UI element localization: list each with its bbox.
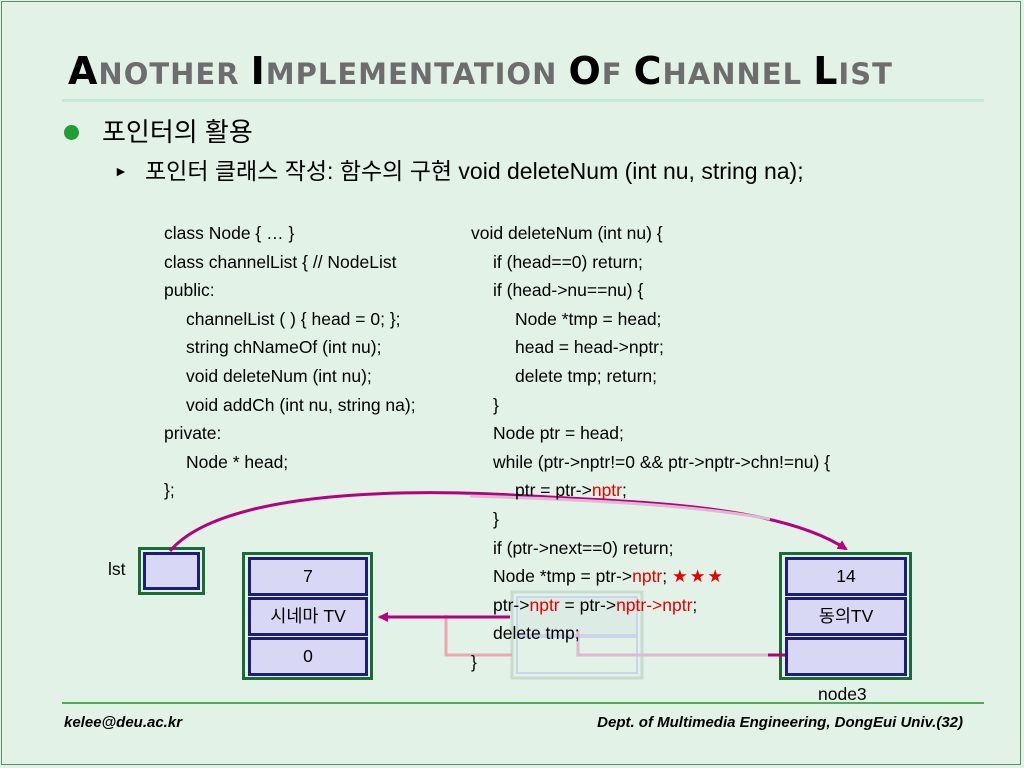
code-line: void deleteNum (int nu); (164, 362, 416, 391)
slide-title: ANOTHER IMPLEMENTATION OF CHANNEL LIST (68, 49, 893, 96)
code-token: Node *tmp = head; (515, 308, 662, 329)
bullet-dot-icon (64, 125, 79, 140)
code-token: nptr (591, 480, 622, 501)
title-part: L (813, 49, 839, 93)
code-token: ; (622, 480, 627, 501)
code-line: Node *tmp = head; (471, 305, 830, 334)
node-left-number: 7 (248, 557, 368, 596)
footer-divider (62, 702, 984, 704)
title-part: I (250, 49, 266, 93)
code-line: class channelList { // NodeList (164, 248, 416, 277)
class-declaration-code: class Node { … } class channelList { // N… (164, 219, 416, 505)
code-line: }; (164, 476, 416, 505)
code-token: }; (164, 480, 175, 501)
code-line: ptr->nptr = ptr->nptr->nptr; (471, 591, 830, 620)
code-line: Node ptr = head; (471, 419, 830, 448)
code-token: void deleteNum (int nu) { (471, 223, 663, 243)
code-token: ptr-> (493, 594, 530, 615)
code-token: } (493, 394, 499, 415)
code-token: class channelList { // NodeList (164, 251, 397, 272)
code-line: void deleteNum (int nu) { (471, 219, 830, 248)
code-token: void addCh (int nu, string na); (186, 394, 416, 415)
code-token: delete tmp; return; (515, 365, 658, 386)
code-line: } (471, 505, 830, 534)
code-line: if (ptr->next==0) return; (471, 534, 830, 563)
title-part: MPLEMENTATION (265, 57, 569, 91)
code-token: delete tmp; (493, 623, 580, 644)
code-line: Node *tmp = ptr->nptr; ★★★ (471, 562, 830, 591)
code-token: } (471, 651, 477, 672)
code-line: } (471, 648, 830, 677)
code-token: if (ptr->next==0) return; (493, 537, 674, 558)
deleted-node-ghost (510, 590, 644, 680)
code-token: Node ptr = head; (493, 423, 624, 444)
code-line: if (head->nu==nu) { (471, 276, 830, 305)
code-line: delete tmp; (471, 619, 830, 648)
code-token: nptr (529, 594, 560, 615)
title-part: A (68, 49, 99, 93)
code-token: if (head==0) return; (493, 251, 643, 272)
code-token: ptr = ptr-> (515, 480, 592, 501)
code-line: head = head->nptr; (471, 333, 830, 362)
code-token: if (head->nu==nu) { (493, 280, 644, 301)
title-part: HANNEL (662, 57, 814, 91)
code-line: channelList ( ) { head = 0; }; (164, 305, 416, 334)
code-token: Node *tmp = ptr-> (493, 566, 633, 587)
footer-department: Dept. of Multimedia Engineering, DongEui… (597, 714, 963, 731)
title-divider (62, 99, 984, 102)
code-line: while (ptr->nptr!=0 && ptr->nptr->chn!=n… (471, 448, 830, 477)
node-left-name: 시네마 TV (248, 597, 368, 636)
code-line: void addCh (int nu, string na); (164, 391, 416, 420)
title-part: C (633, 49, 663, 93)
code-line: delete tmp; return; (471, 362, 830, 391)
code-token: nptr->nptr (616, 594, 693, 615)
code-line: } (471, 391, 830, 420)
code-token: = ptr-> (559, 594, 617, 615)
head-pointer-faded (469, 494, 771, 521)
code-token: ; (662, 566, 672, 587)
lst-pointer-cell (143, 552, 200, 590)
code-line: ptr = ptr->nptr; (471, 476, 830, 505)
node-right-name: 동의TV (785, 597, 907, 636)
title-part: F (601, 57, 634, 91)
node3-label: node3 (818, 684, 867, 704)
node-right-number: 14 (785, 557, 907, 596)
node-left-next: 0 (248, 637, 368, 676)
bullet-level1-text: 포인터의 활용 (102, 117, 253, 147)
triangle-bullet-icon: ► (114, 163, 128, 179)
code-token: head = head->nptr; (515, 337, 664, 358)
code-token: string chNameOf (int nu); (186, 337, 382, 358)
code-line: public: (164, 276, 416, 305)
code-token: nptr (632, 566, 663, 587)
code-token: while (ptr->nptr!=0 && ptr->nptr->chn!=n… (493, 451, 831, 472)
code-token: void deleteNum (int nu); (186, 365, 372, 386)
code-token: channelList ( ) { head = 0; }; (186, 308, 401, 329)
code-token: Node * head; (186, 451, 289, 472)
code-line: string chNameOf (int nu); (164, 333, 416, 362)
code-line: private: (164, 419, 416, 448)
code-token: ; (692, 594, 698, 615)
title-part: O (568, 49, 602, 93)
title-part: NOTHER (98, 57, 251, 91)
old-pointer-stub (444, 615, 512, 657)
code-token: class Node { … } (164, 223, 295, 243)
star-marker: ★★★ (672, 566, 726, 587)
code-token: public: (164, 280, 215, 301)
code-token: } (493, 508, 499, 529)
deletenum-code: void deleteNum (int nu) { if (head==0) re… (471, 219, 830, 677)
old-pointer-right (576, 630, 770, 657)
lst-label: lst (108, 559, 126, 579)
footer-email: kelee@deu.ac.kr (64, 714, 183, 731)
code-line: Node * head; (164, 448, 416, 477)
code-line: class Node { … } (164, 219, 416, 248)
code-line: if (head==0) return; (471, 248, 830, 277)
title-part: IST (838, 57, 893, 91)
bullet-level2-text: 포인터 클래스 작성: 함수의 구현 void deleteNum (int n… (145, 158, 804, 184)
code-token: private: (164, 423, 222, 444)
node-right-next (785, 637, 907, 676)
